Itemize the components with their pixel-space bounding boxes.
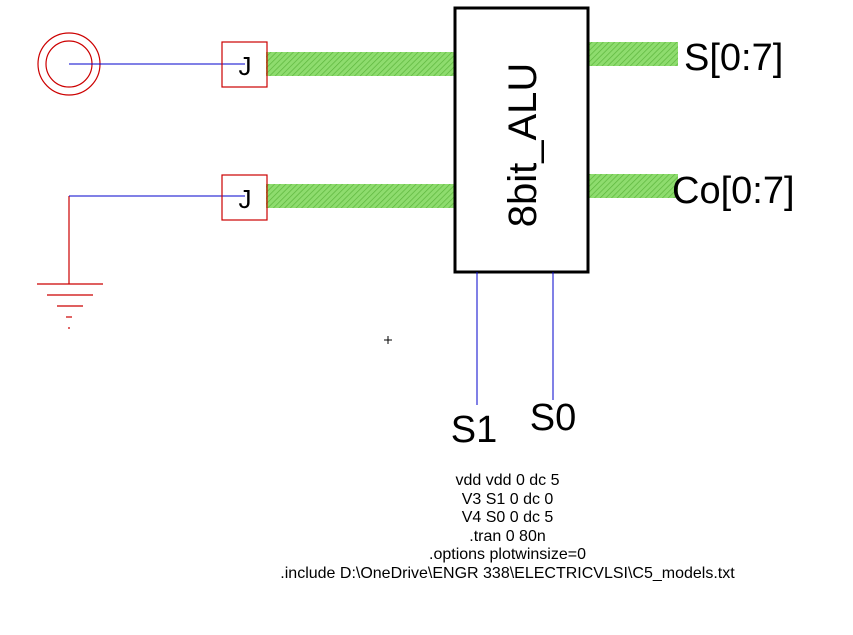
output-label-carry: Co[0:7] [672, 170, 795, 212]
spice-line: .options plotwinsize=0 [429, 546, 586, 564]
ground-symbol[interactable] [37, 196, 103, 329]
pin-j-bottom[interactable]: J [221, 174, 268, 221]
input-bus-b[interactable] [266, 184, 456, 208]
output-label-sum: S[0:7] [684, 37, 783, 79]
output-bus-carry[interactable] [588, 174, 678, 198]
pin-j-bottom-label: J [239, 184, 252, 214]
output-bus-sum[interactable] [588, 42, 678, 66]
spice-line: .tran 0 80n [469, 527, 546, 545]
pin-j-top[interactable]: J [221, 41, 268, 88]
select-label-s0: S0 [530, 397, 576, 439]
spice-line: .include D:\OneDrive\ENGR 338\ELECTRICVL… [280, 564, 735, 582]
alu-block[interactable] [453, 6, 590, 274]
spice-line: V3 S1 0 dc 0 [461, 490, 554, 508]
spice-line: V4 S0 0 dc 5 [461, 509, 554, 527]
spice-directives[interactable]: vdd vdd 0 dc 5 V3 S1 0 dc 0 V4 S0 0 dc 5… [200, 472, 815, 584]
origin-crosshair [384, 336, 392, 344]
select-label-s1: S1 [451, 409, 497, 451]
input-bus-a[interactable] [266, 52, 456, 76]
pin-j-top-label: J [239, 51, 252, 81]
alu-block-label: 8bit_ALU [501, 63, 545, 228]
spice-line: vdd vdd 0 dc 5 [455, 472, 560, 489]
